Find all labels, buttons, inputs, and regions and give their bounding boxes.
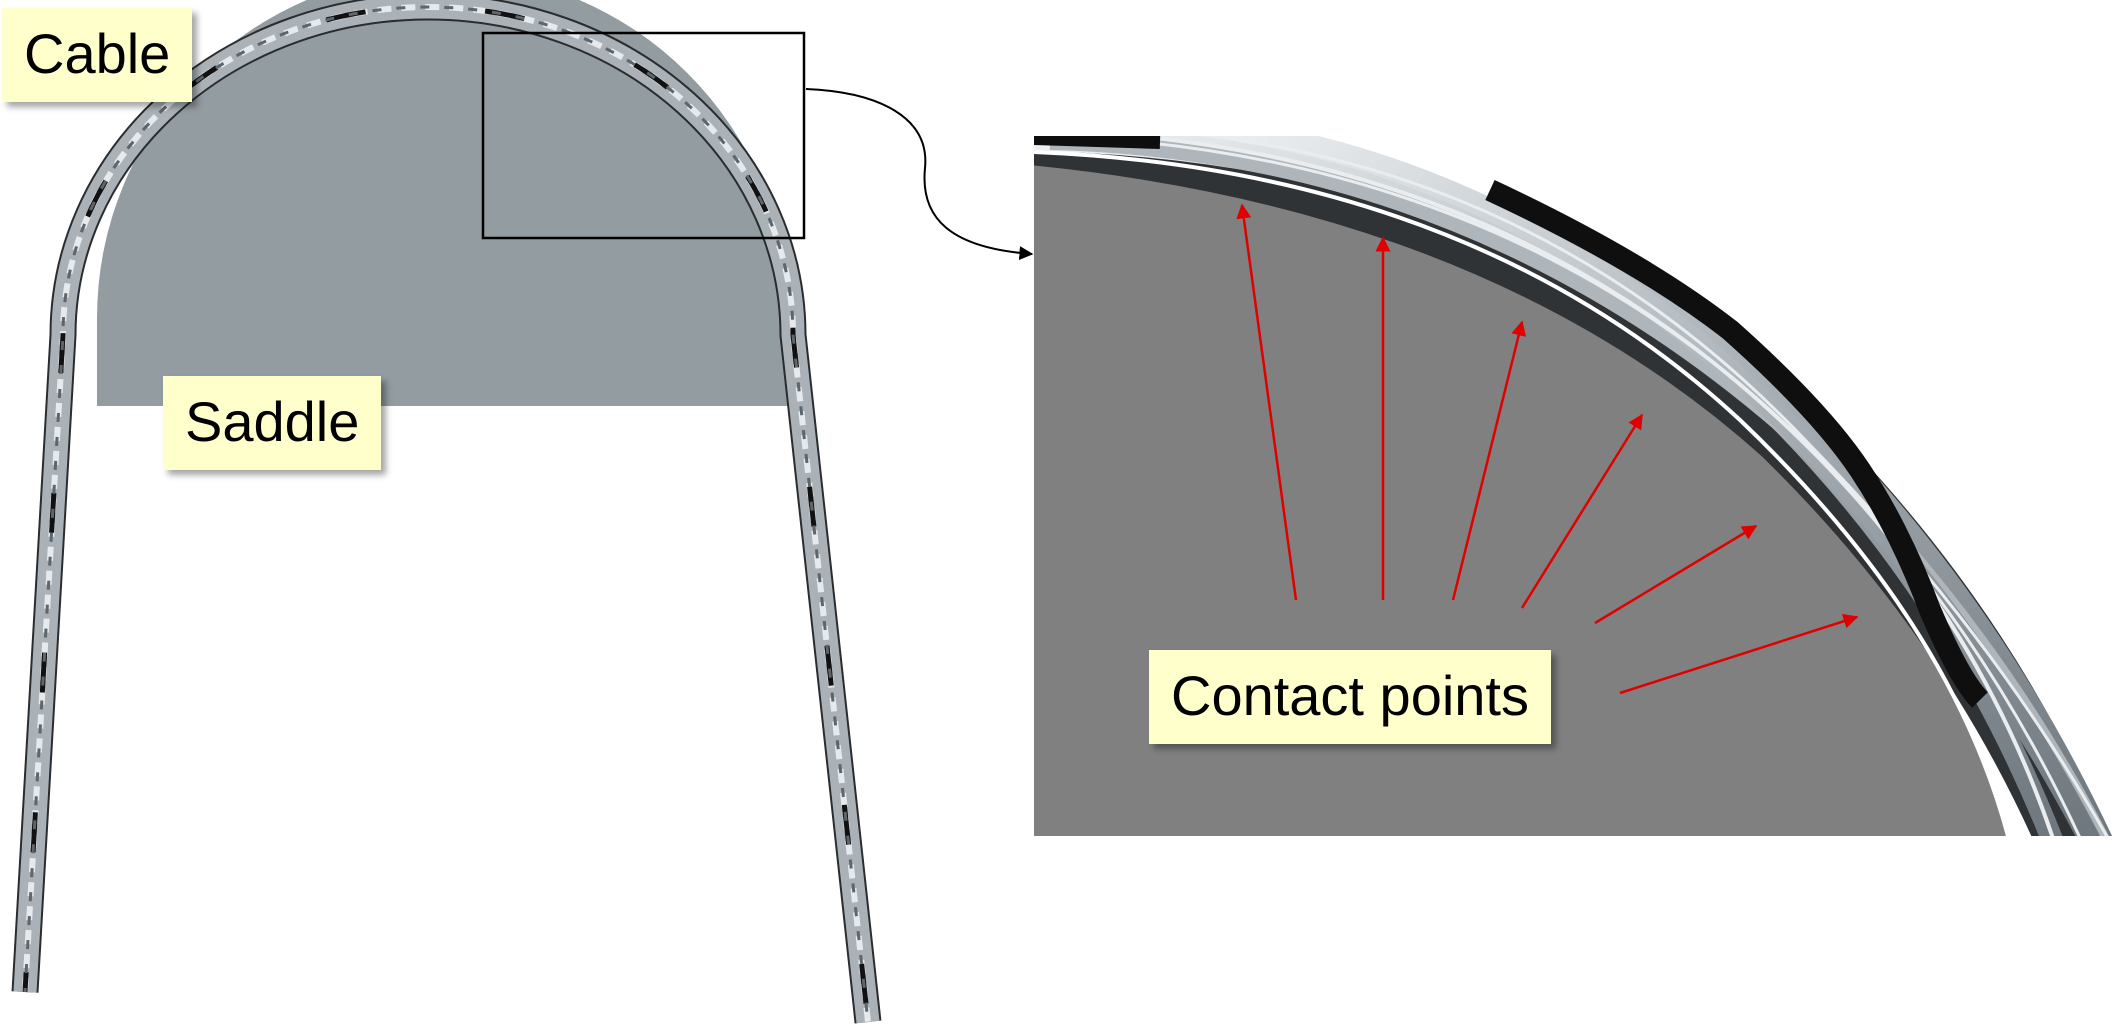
cable-overview [11,0,882,1024]
overview-view [11,0,1034,1024]
zoom-region-box [481,31,806,240]
cable-zoom [1034,136,2113,836]
saddle-shape [97,0,789,406]
contact-arrow-5 [1594,524,1758,625]
connector-arrow [805,88,1034,261]
saddle-label: Saddle [163,376,382,470]
contact-arrow-3 [1451,320,1527,601]
contact-arrow-4 [1520,413,1644,609]
contact-points-label: Contact points [1149,650,1551,744]
contact-arrow-6 [1619,613,1859,695]
contact-arrows [1236,203,1859,695]
zoom-view [1034,136,2113,836]
cable-label: Cable [2,8,193,102]
contact-arrow-1 [1236,203,1298,601]
